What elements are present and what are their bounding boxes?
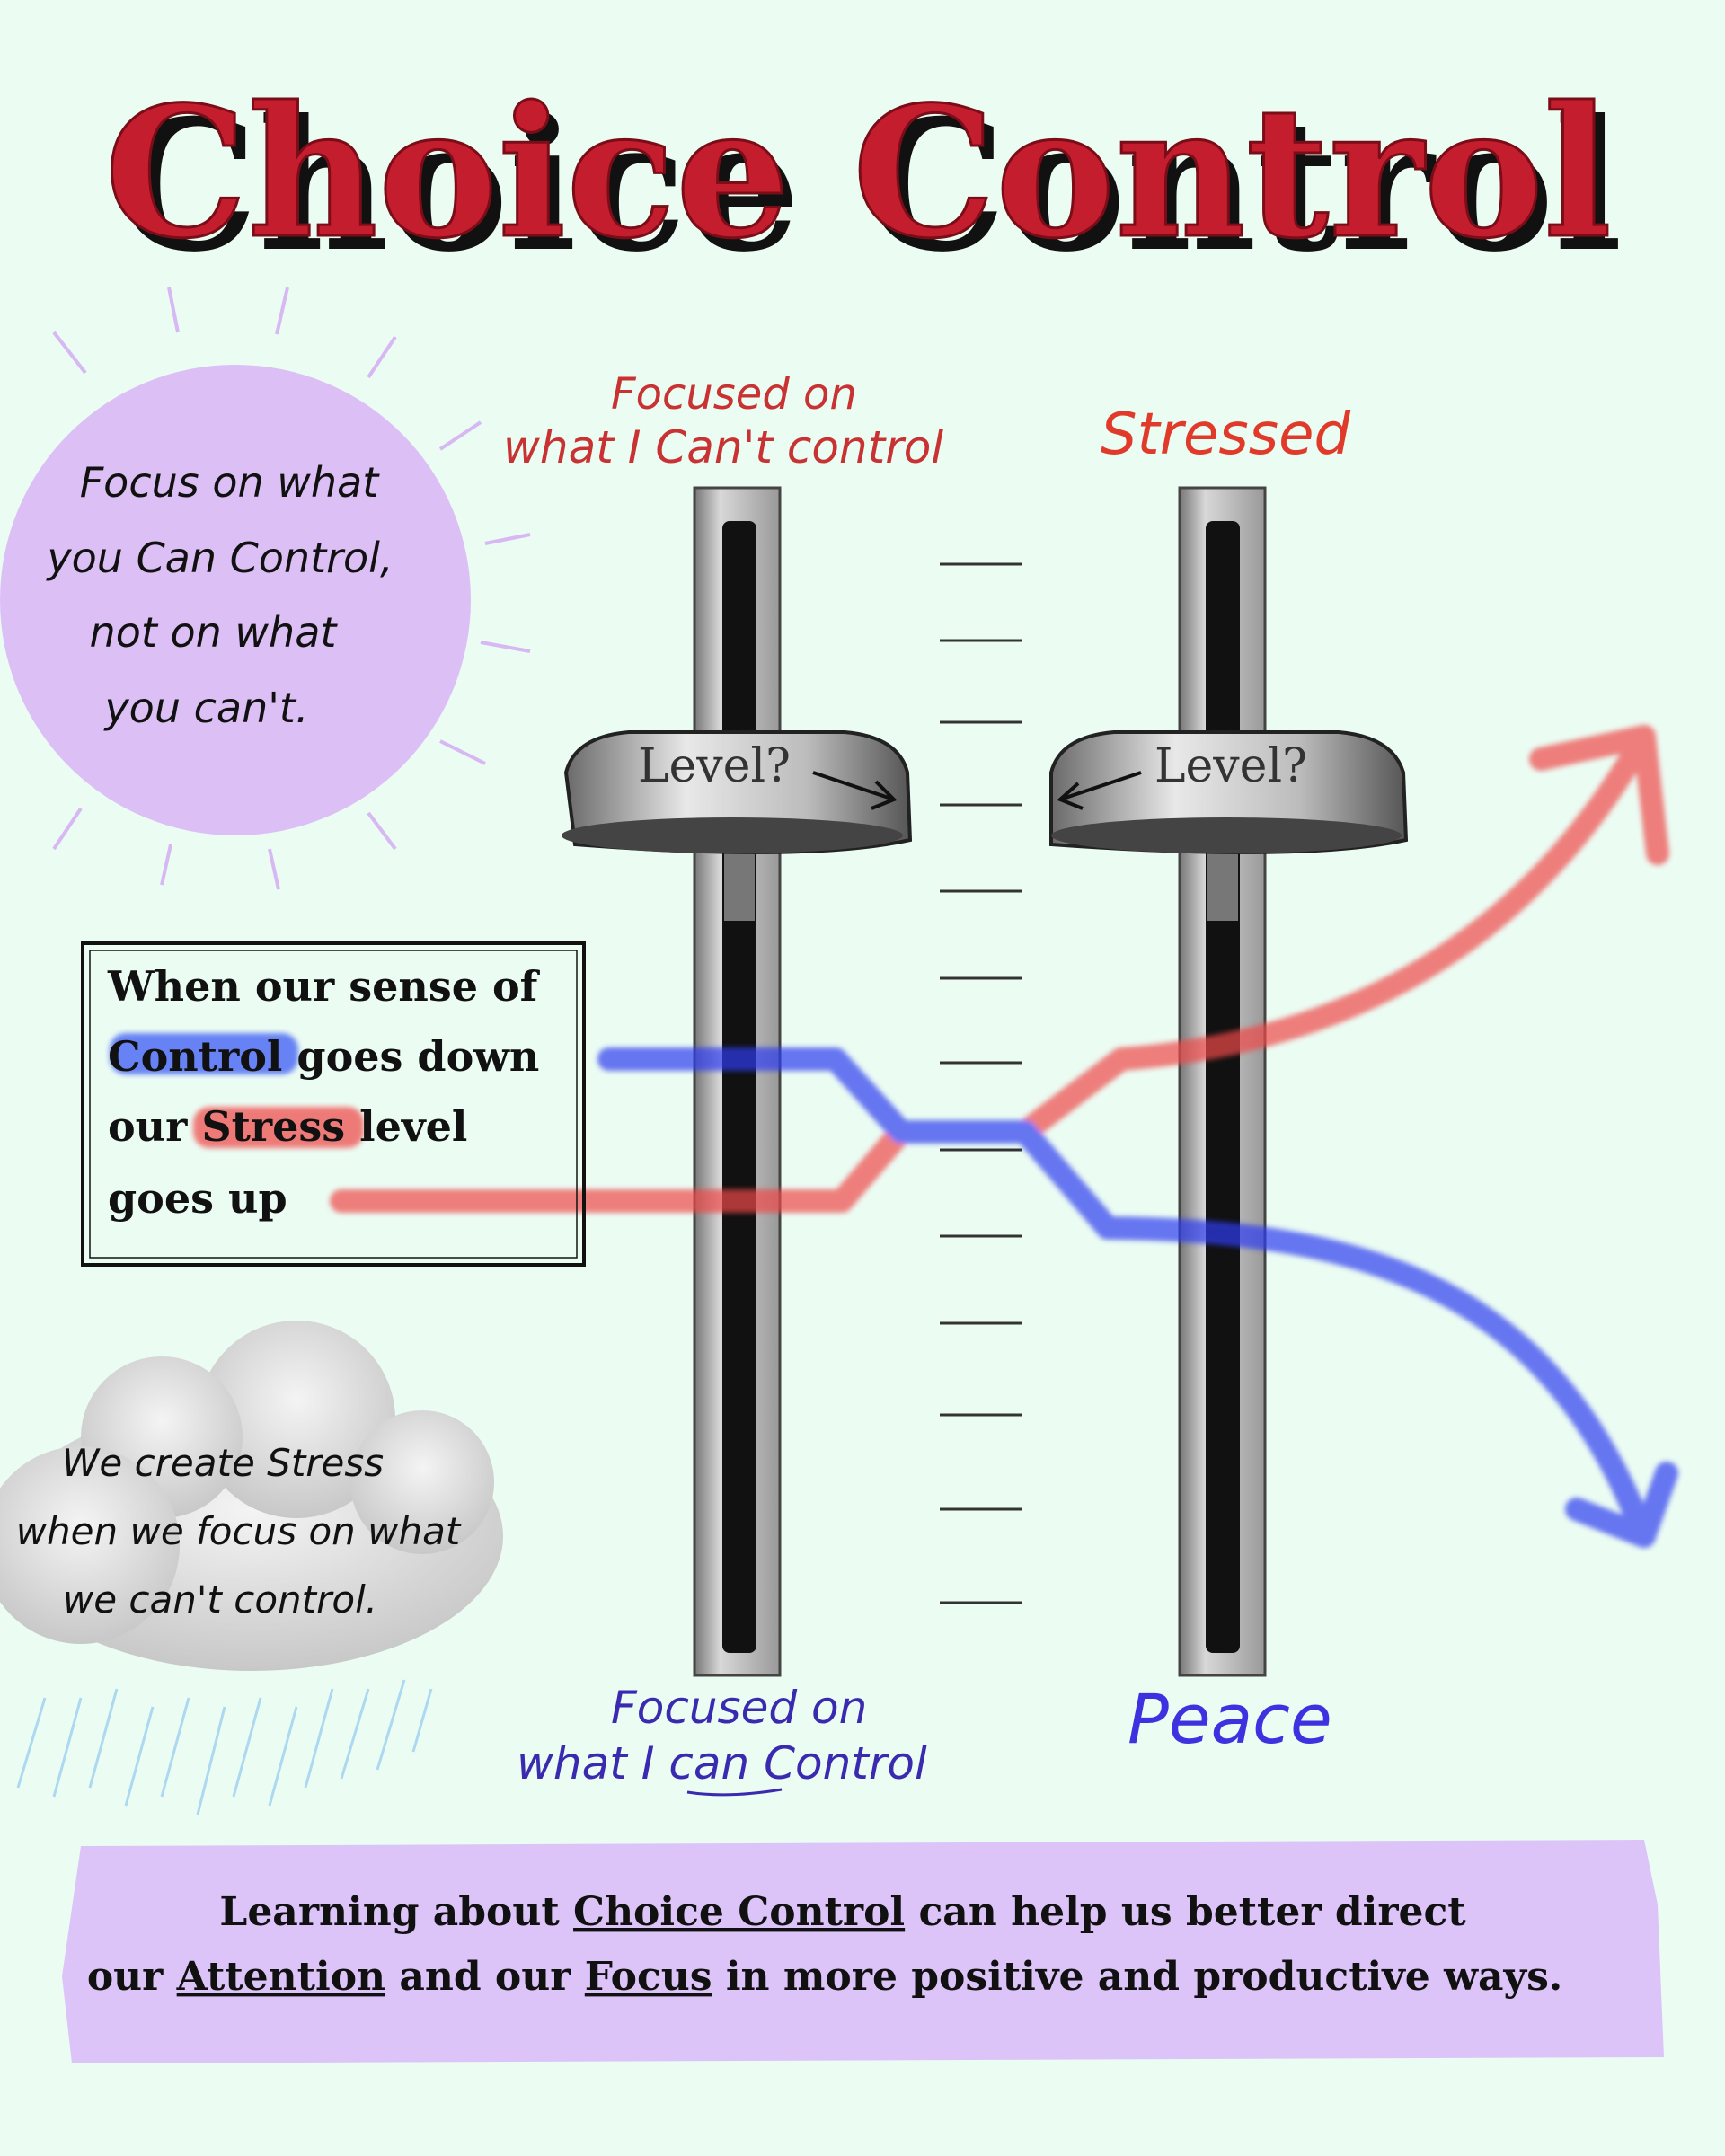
label-focused-cant-line1: Focused on <box>611 369 857 420</box>
control-arrow-icon <box>1565 1462 1678 1548</box>
knob-right[interactable]: Level? <box>1049 730 1409 921</box>
label-stressed: Stressed <box>1101 402 1350 468</box>
info-text-line: goes up <box>108 1174 288 1223</box>
cloud-text-line: We create Stress <box>62 1441 384 1485</box>
banner-choice-control: Choice Control <box>573 1889 905 1935</box>
info-text: our <box>108 1102 201 1151</box>
banner-text: can help us better direct <box>905 1889 1466 1935</box>
svg-text:Learning about Choice Control: Learning about Choice Control can help u… <box>219 1889 1466 1935</box>
scale-ticks <box>940 562 1022 1604</box>
sun-circle <box>0 365 471 835</box>
rain-icon <box>16 1679 433 1816</box>
stress-arrow-icon <box>1529 725 1669 865</box>
sun-text-line: you can't. <box>102 684 308 732</box>
slider-stress[interactable] <box>1178 486 1267 1677</box>
banner-text: our <box>87 1954 177 2000</box>
knob-stem <box>1208 849 1238 921</box>
can-underline <box>686 1788 783 1797</box>
banner-focus: Focus <box>585 1954 712 2000</box>
info-text: level <box>345 1102 467 1151</box>
label-focused-cant-line2: what I Can't control <box>503 421 943 473</box>
sun-callout: Focus on what you Can Control, not on wh… <box>0 287 531 890</box>
cloud-text-line: we can't control. <box>63 1577 377 1621</box>
knob-left[interactable]: Level? <box>562 730 913 921</box>
label-peace: Peace <box>1128 1679 1332 1759</box>
info-text: goes down <box>282 1032 539 1081</box>
knob-label: Level? <box>638 739 791 793</box>
svg-text:our Stress level: our Stress level <box>108 1102 467 1151</box>
label-focused-can-line2: what I can Control <box>517 1737 927 1789</box>
knob-stem <box>724 849 755 921</box>
cloud-shape <box>0 1321 503 1671</box>
arrow-left-icon <box>1057 771 1142 810</box>
banner-text: Learning about <box>219 1889 573 1935</box>
banner-text: and our <box>385 1954 585 2000</box>
slider-focus[interactable] <box>693 486 782 1677</box>
stress-line <box>330 725 1656 1213</box>
banner-background <box>62 1840 1664 2063</box>
cloud-text-line: when we focus on what <box>16 1509 462 1553</box>
slider-channel <box>1206 521 1240 1653</box>
info-stress-word: Stress <box>201 1102 345 1151</box>
svg-text:Control goes down: Control goes down <box>108 1032 539 1081</box>
title-shadow: Choice Control <box>115 81 1623 292</box>
trend-lines <box>330 725 1678 1548</box>
sun-text-line: Focus on what <box>80 458 381 507</box>
title-text: Choice Control <box>104 67 1612 278</box>
top-labels: Focused on what I Can't control Stressed <box>503 369 1350 473</box>
info-text-line: When our sense of <box>107 962 541 1011</box>
bottom-banner: Learning about Choice Control can help u… <box>62 1840 1664 2063</box>
svg-text:our Attention and our Focus in: our Attention and our Focus in more posi… <box>87 1954 1562 2000</box>
sun-rays-icon <box>52 287 531 890</box>
sun-text-line: not on what <box>90 608 339 657</box>
knob-label: Level? <box>1154 739 1307 793</box>
control-highlight <box>110 1033 298 1074</box>
sun-text-line: you Can Control, <box>45 534 393 582</box>
slider-channel <box>722 521 756 1653</box>
title: Choice Control Choice Control <box>103 66 1623 293</box>
info-control-word: Control <box>108 1032 282 1081</box>
bottom-labels: Focused on what I can Control Peace <box>517 1679 1332 1797</box>
label-focused-can-line1: Focused on <box>611 1682 867 1734</box>
control-line <box>597 1047 1656 1548</box>
banner-text: in more positive and productive ways. <box>712 1954 1563 2000</box>
stress-highlight <box>193 1107 364 1148</box>
cloud-callout: We create Stress when we focus on what w… <box>0 1321 503 1816</box>
arrow-right-icon <box>812 771 898 810</box>
banner-attention: Attention <box>176 1954 385 2000</box>
info-box: When our sense of Control goes down our … <box>81 941 586 1267</box>
info-box-border <box>81 941 586 1267</box>
